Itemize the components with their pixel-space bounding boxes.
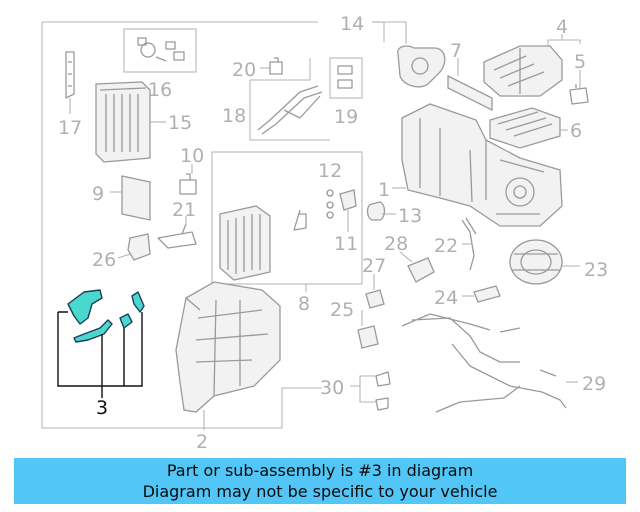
part-9-filter: [121, 175, 151, 221]
part-19-box: [329, 57, 363, 99]
part-23-blower: [509, 239, 563, 285]
callout-20[interactable]: 20: [232, 59, 256, 81]
part-12-orings: [326, 189, 334, 219]
part-18-pipe: [257, 85, 323, 135]
part-27-sensor: [365, 289, 385, 309]
caption-line-2: Diagram may not be specific to your vehi…: [142, 482, 498, 501]
callout-26[interactable]: 26: [92, 249, 116, 271]
callout-22[interactable]: 22: [434, 235, 458, 257]
part-3-lever-upper[interactable]: [67, 289, 103, 325]
part-4-duct: [483, 45, 563, 97]
callout-25[interactable]: 25: [330, 299, 354, 321]
part-11-valve: [339, 189, 357, 211]
callout-24[interactable]: 24: [434, 287, 458, 309]
callout-14[interactable]: 14: [340, 13, 364, 35]
callout-17[interactable]: 17: [58, 117, 82, 139]
part-28-resistor: [407, 257, 435, 283]
part-6-filter: [489, 107, 561, 149]
part-14-actuator: [397, 45, 446, 88]
callout-19[interactable]: 19: [334, 106, 358, 128]
part-21-link: [157, 223, 197, 249]
caption-banner: Part or sub-assembly is #3 in diagram Di…: [14, 458, 626, 504]
part-3-link-mid[interactable]: [119, 313, 133, 329]
callout-5[interactable]: 5: [574, 51, 586, 73]
callout-13[interactable]: 13: [398, 205, 422, 227]
part-24-bracket: [473, 285, 501, 303]
caption-line-1: Part or sub-assembly is #3 in diagram: [166, 461, 474, 480]
part-19-seals: [337, 65, 353, 89]
part-26-actuator: [127, 233, 151, 261]
callout-1[interactable]: 1: [378, 179, 390, 201]
callout-11[interactable]: 11: [334, 233, 358, 255]
callout-21[interactable]: 21: [172, 199, 196, 221]
callout-30[interactable]: 30: [320, 377, 344, 399]
callout-16[interactable]: 16: [148, 79, 172, 101]
part-10-servo: [179, 173, 197, 195]
leader-14: [372, 21, 407, 44]
part-8-pipe: [293, 209, 307, 231]
callout-10[interactable]: 10: [180, 145, 204, 167]
callout-3-highlighted[interactable]: 3: [96, 397, 108, 419]
part-16-kit: [123, 28, 197, 73]
callout-18[interactable]: 18: [222, 105, 246, 127]
part-1-hvac-housing: [401, 103, 563, 227]
part-8-evaporator: [219, 205, 271, 281]
callout-15[interactable]: 15: [168, 112, 192, 134]
leader-28: [399, 251, 413, 263]
callout-12[interactable]: 12: [318, 160, 342, 182]
part-20-clip: [269, 57, 283, 75]
callout-9[interactable]: 9: [92, 183, 104, 205]
callout-4[interactable]: 4: [556, 16, 568, 38]
part-15-heater-core: [95, 81, 151, 163]
callout-7[interactable]: 7: [450, 40, 462, 62]
part-18-frame: [249, 58, 330, 141]
callout-6[interactable]: 6: [570, 120, 582, 142]
part-17-bracket: [65, 51, 75, 99]
leader-4: [547, 34, 581, 46]
part-30-clips: [375, 371, 391, 411]
part-13-ring: [366, 201, 386, 221]
part-5-sensor: [569, 84, 589, 105]
part-3-rod[interactable]: [73, 319, 113, 343]
part-8-frame: [211, 151, 363, 285]
leader-3: [57, 311, 143, 398]
parts-diagram: 14 4 7 5 16 20 17 15 18 19 6 10 12 1 9 2…: [41, 13, 608, 452]
part-3-link-right[interactable]: [131, 291, 145, 313]
part-29-harness: [401, 313, 567, 413]
callout-27[interactable]: 27: [362, 255, 386, 277]
part-3-highlighted[interactable]: [67, 289, 145, 343]
leader-30: [350, 375, 376, 403]
callout-2[interactable]: 2: [196, 431, 208, 452]
part-7-gasket: [447, 74, 493, 112]
callout-28[interactable]: 28: [384, 233, 408, 255]
part-25-actuator: [357, 325, 379, 349]
callout-29[interactable]: 29: [582, 373, 606, 395]
callout-23[interactable]: 23: [584, 259, 608, 281]
leader-26: [117, 253, 131, 259]
part-2-case: [175, 281, 281, 413]
callout-8[interactable]: 8: [298, 293, 310, 315]
